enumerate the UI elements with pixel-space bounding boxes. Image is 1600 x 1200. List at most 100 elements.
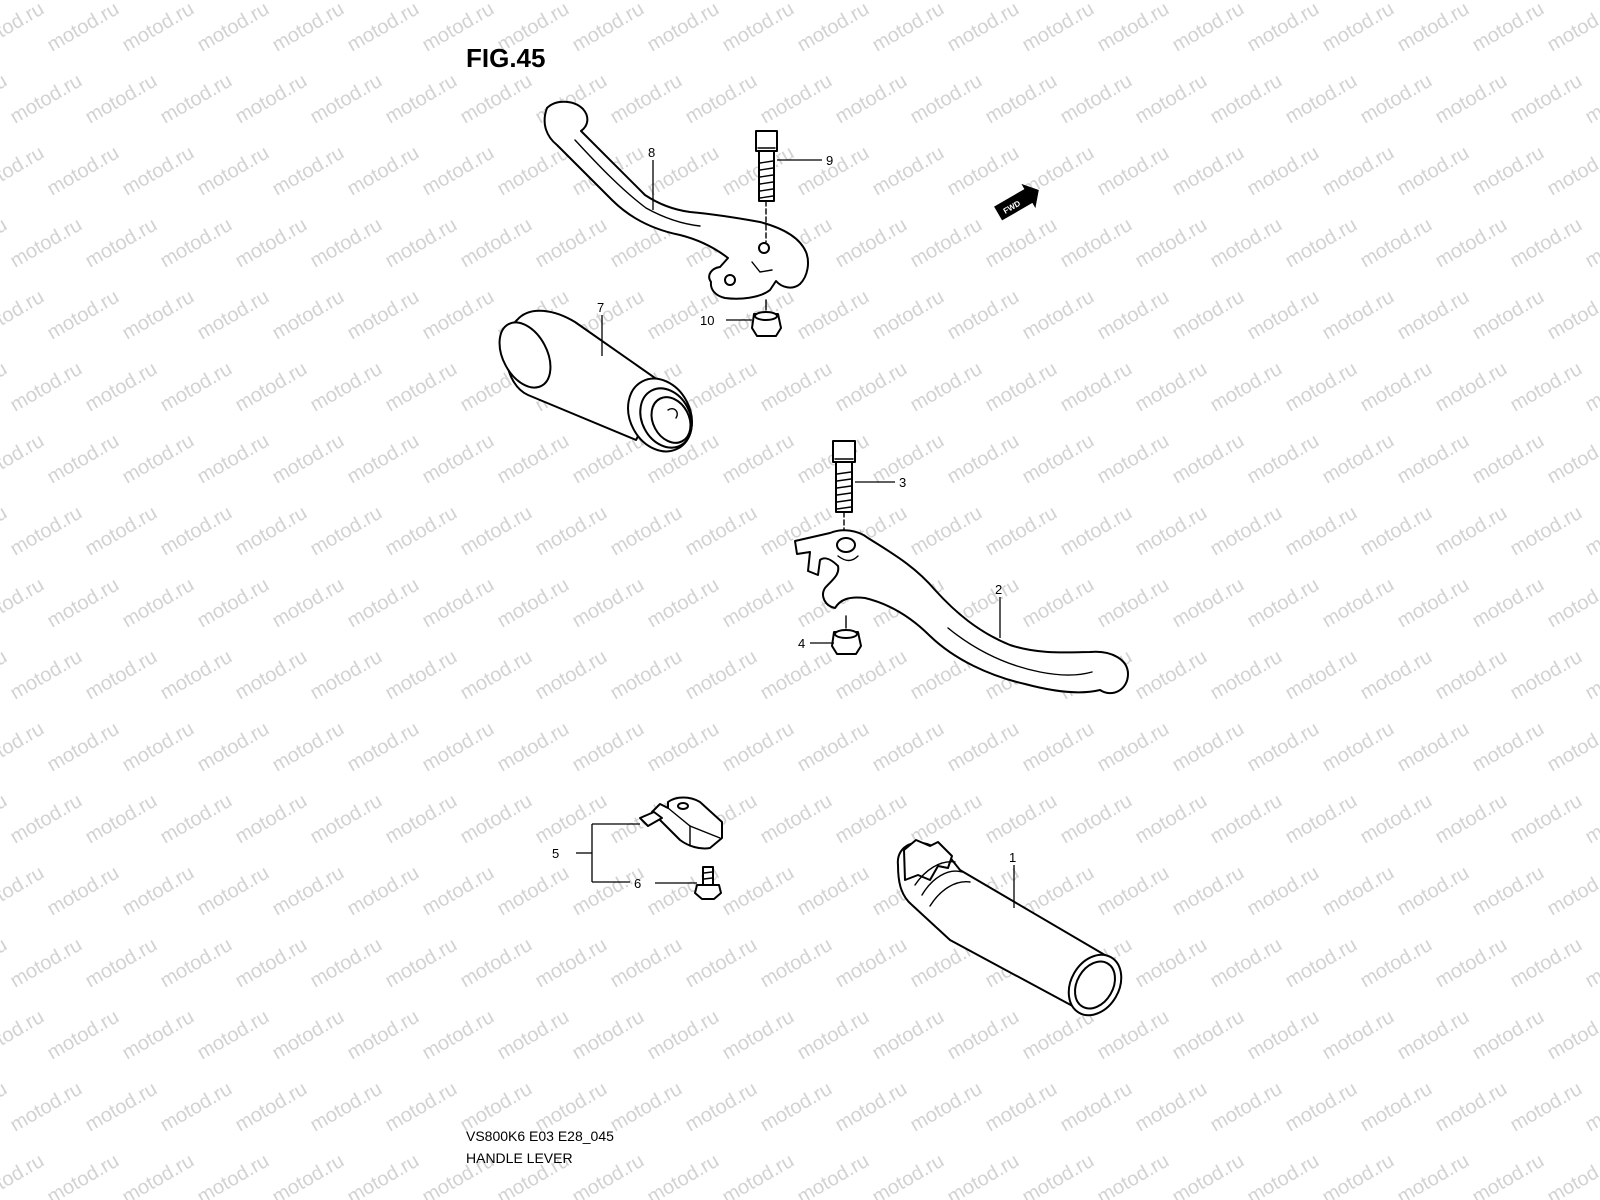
watermark-text: motod.ru [82,646,161,705]
watermark-text: motod.ru [1319,0,1398,56]
watermark-text: motod.ru [157,646,236,705]
watermark-text: motod.ru [82,934,161,993]
watermark-text: motod.ru [1319,142,1398,201]
watermark-text: motod.ru [307,790,386,849]
watermark-text: motod.ru [307,214,386,273]
watermark-text: motod.ru [1357,214,1436,273]
watermark-text: motod.ru [1394,1150,1473,1200]
watermark-text: motod.ru [0,286,48,345]
watermark-text: motod.ru [1019,1150,1098,1200]
watermark-text: motod.ru [1582,214,1600,273]
watermark-text: motod.ru [1057,502,1136,561]
watermark-text: motod.ru [1469,574,1548,633]
watermark-text: motod.ru [194,574,273,633]
watermark-text: motod.ru [907,502,986,561]
watermark-text: motod.ru [44,1150,123,1200]
watermark-text: motod.ru [682,934,761,993]
watermark-text: motod.ru [757,1078,836,1137]
brake-lever-part-2 [794,529,1129,695]
watermark-text: motod.ru [1244,1150,1323,1200]
left-grip-part-7 [498,309,693,453]
watermark-text: motod.ru [907,70,986,129]
watermark-text: motod.ru [532,934,611,993]
watermark-text: motod.ru [1394,574,1473,633]
watermark-text: motod.ru [907,790,986,849]
watermark-text: motod.ru [82,70,161,129]
watermark-text: motod.ru [1094,286,1173,345]
watermark-text: motod.ru [644,1006,723,1065]
watermark-text: motod.ru [982,214,1061,273]
watermark-text: motod.ru [832,790,911,849]
watermark-text: motod.ru [757,70,836,129]
watermark-text: motod.ru [419,718,498,777]
watermark-text: motod.ru [719,1006,798,1065]
bolt-part-9 [755,130,778,243]
watermark-text: motod.ru [1169,142,1248,201]
callout-3: 3 [899,475,906,490]
watermark-text: motod.ru [382,70,461,129]
watermark-text: motod.ru [1094,862,1173,921]
watermark-text: motod.ru [44,574,123,633]
watermark-text: motod.ru [1132,1078,1211,1137]
watermark-text: motod.ru [794,1150,873,1200]
watermark-text: motod.ru [644,142,723,201]
watermark-text: motod.ru [982,790,1061,849]
watermark-text: motod.ru [419,862,498,921]
watermark-text: motod.ru [1394,430,1473,489]
watermark-text: motod.ru [419,430,498,489]
watermark-text: motod.ru [344,0,423,56]
watermark-text: motod.ru [344,1006,423,1065]
watermark-text: motod.ru [194,862,273,921]
watermark-text: motod.ru [907,358,986,417]
watermark-text: motod.ru [1132,214,1211,273]
watermark-text: motod.ru [1057,358,1136,417]
watermark-text: motod.ru [1469,286,1548,345]
watermark-text: motod.ru [269,0,348,56]
watermark-text: motod.ru [1394,718,1473,777]
watermark-text: motod.ru [1507,502,1586,561]
watermark-text: motod.ru [1432,1078,1511,1137]
watermark-text: motod.ru [1319,862,1398,921]
watermark-text: motod.ru [1469,1006,1548,1065]
watermark-text: motod.ru [1169,430,1248,489]
callout-2: 2 [995,582,1002,597]
watermark-text: motod.ru [1319,1006,1398,1065]
watermark-text: motod.ru [232,790,311,849]
watermark-text: motod.ru [1094,430,1173,489]
watermark-text: motod.ru [1582,646,1600,705]
watermark-text: motod.ru [1094,574,1173,633]
watermark-text: motod.ru [982,1078,1061,1137]
section-name-caption: HANDLE LEVER [466,1150,573,1166]
watermark-text: motod.ru [794,862,873,921]
watermark-text: motod.ru [1057,790,1136,849]
watermark-text: motod.ru [794,718,873,777]
watermark-text: motod.ru [382,502,461,561]
watermark-text: motod.ru [944,1150,1023,1200]
callout-4: 4 [798,636,805,651]
watermark-text: motod.ru [757,934,836,993]
watermark-text: motod.ru [44,1006,123,1065]
watermark-text: motod.ru [1169,1150,1248,1200]
watermark-text: motod.ru [344,286,423,345]
watermark-text: motod.ru [1507,214,1586,273]
watermark-text: motod.ru [0,862,48,921]
watermark-text: motod.ru [1432,646,1511,705]
throttle-grip-part-1 [896,839,1123,1017]
watermark-text: motod.ru [644,718,723,777]
watermark-text: motod.ru [344,574,423,633]
watermark-text: motod.ru [0,358,11,417]
watermark-text: motod.ru [157,214,236,273]
watermark-text: motod.ru [0,0,48,56]
watermark-text: motod.ru [7,70,86,129]
watermark-text: motod.ru [1319,718,1398,777]
watermark-text: motod.ru [82,1078,161,1137]
watermark-text: motod.ru [1057,1078,1136,1137]
watermark-text: motod.ru [1544,1150,1600,1200]
watermark-text: motod.ru [7,790,86,849]
watermark-text: motod.ru [7,214,86,273]
watermark-text: motod.ru [1544,286,1600,345]
bolt-part-3 [832,440,856,537]
watermark-text: motod.ru [494,862,573,921]
watermark-text: motod.ru [157,358,236,417]
